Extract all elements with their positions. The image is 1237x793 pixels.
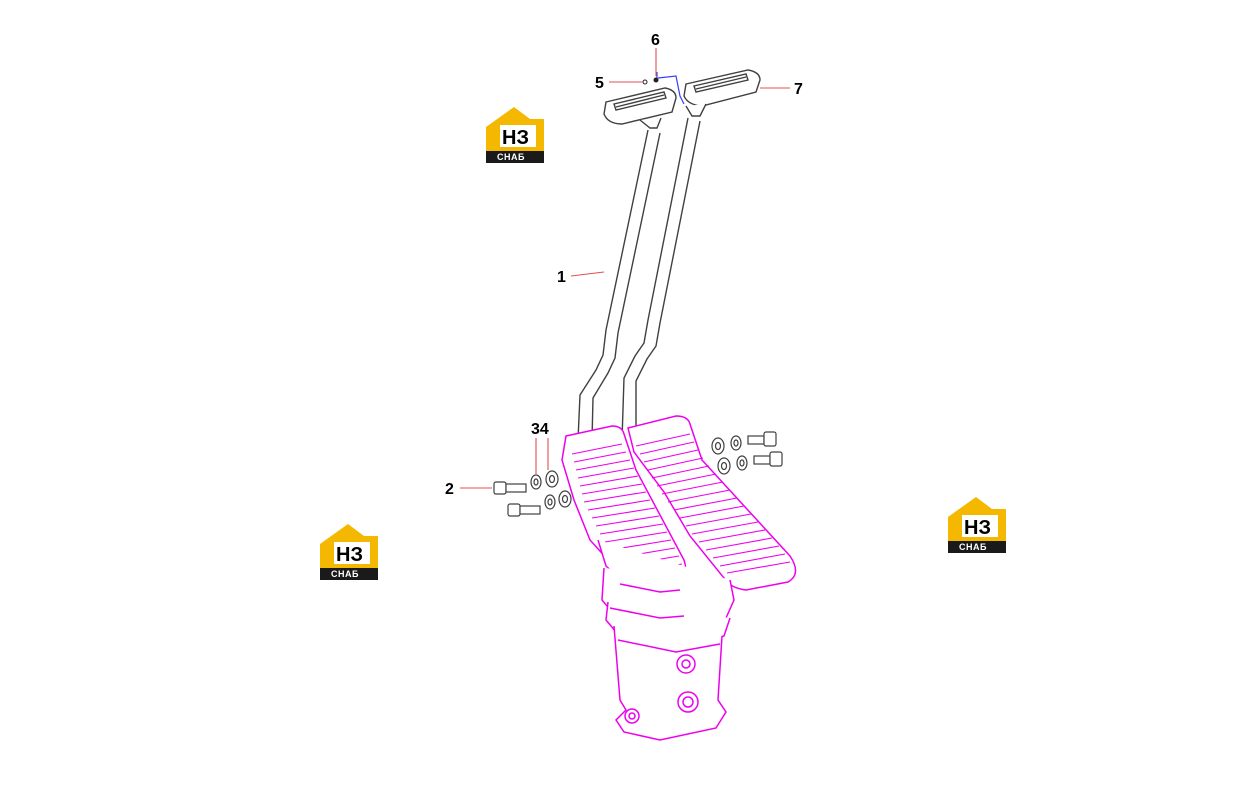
pilot-valve-body	[597, 539, 735, 741]
watermark-logo-2: НЗ СНАБ	[320, 524, 378, 580]
callout-labels: 1 2 34 5 6 7	[445, 32, 803, 498]
logo-text-top: НЗ	[964, 517, 991, 539]
fasteners-left	[493, 470, 572, 517]
lever-rods	[577, 117, 701, 441]
callout-5: 5	[595, 75, 604, 92]
lever-knob-left	[603, 87, 677, 129]
logo-text-bottom: СНАБ	[331, 569, 359, 579]
callout-6: 6	[651, 32, 660, 49]
logo-text-bottom: СНАБ	[497, 152, 525, 162]
callout-34: 34	[531, 421, 549, 438]
logo-text-bottom: СНАБ	[959, 542, 987, 552]
callout-7: 7	[794, 81, 803, 98]
watermark-logo-1: НЗ СНАБ	[486, 107, 544, 163]
callout-1: 1	[557, 269, 566, 286]
logo-text-top: НЗ	[336, 544, 363, 566]
pin-5	[642, 79, 648, 85]
fasteners-right	[711, 431, 783, 475]
logo-text-top: НЗ	[502, 127, 529, 149]
watermark-logo-3: НЗ СНАБ	[948, 497, 1006, 553]
callout-2: 2	[445, 481, 454, 498]
lever-knob-right	[683, 69, 761, 117]
pin-6	[653, 77, 659, 83]
leader-lines	[460, 48, 790, 489]
